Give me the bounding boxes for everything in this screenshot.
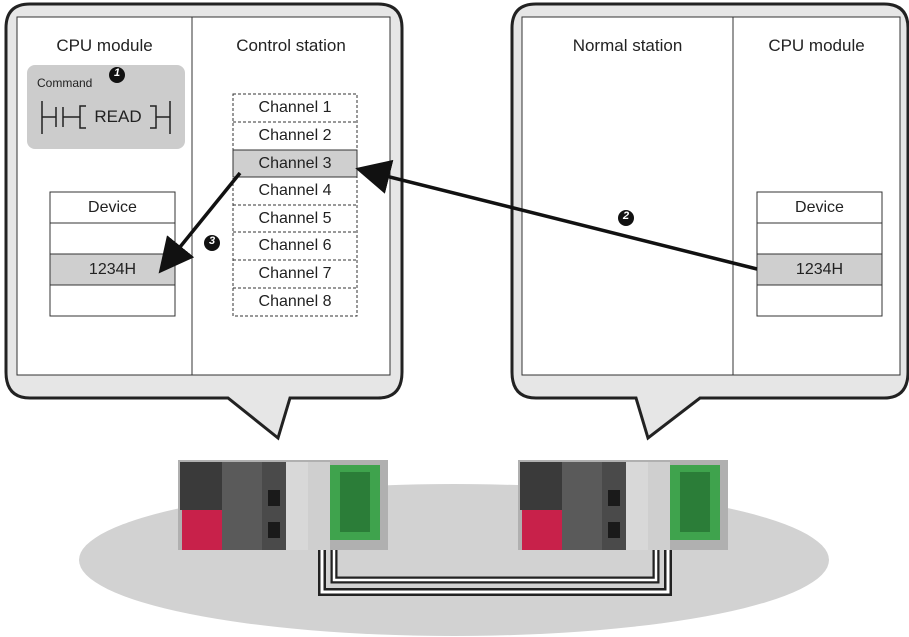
channel-1: Channel 1 — [258, 99, 332, 116]
arrow-step2 — [355, 159, 758, 271]
left-device-header: Device — [88, 199, 137, 216]
step1-number: 1 — [113, 67, 121, 79]
right-device-table — [756, 191, 883, 317]
step2-badge — [618, 210, 634, 226]
channel-list — [232, 93, 358, 317]
right-device-header: Device — [795, 199, 844, 216]
left-plc-rack — [178, 460, 388, 550]
step1-badge — [109, 67, 125, 83]
control-station-title: Control station — [236, 36, 346, 55]
channel-6: Channel 6 — [258, 237, 332, 254]
step2-number: 2 — [622, 210, 630, 222]
arrow-step3 — [158, 171, 242, 274]
right-plc-rack — [518, 460, 728, 550]
channel-5: Channel 5 — [258, 210, 332, 227]
left-device-value: 1234H — [88, 261, 137, 278]
left-cpu-module-title: CPU module — [56, 36, 153, 55]
channel-4: Channel 4 — [258, 182, 332, 199]
right-device-value: 1234H — [795, 261, 844, 278]
ladder-contact-icon — [41, 101, 171, 134]
normal-station-title: Normal station — [572, 36, 683, 55]
channel-3: Channel 3 — [258, 155, 332, 172]
step3-badge — [204, 235, 220, 251]
step3-number: 3 — [208, 235, 216, 247]
channel-2: Channel 2 — [258, 127, 332, 144]
read-instruction: READ — [94, 107, 142, 126]
command-box — [27, 65, 185, 149]
channel-8: Channel 8 — [258, 293, 332, 310]
channel-7: Channel 7 — [258, 265, 332, 282]
command-label: Command — [37, 76, 93, 90]
right-cpu-module-title: CPU module — [768, 36, 865, 55]
